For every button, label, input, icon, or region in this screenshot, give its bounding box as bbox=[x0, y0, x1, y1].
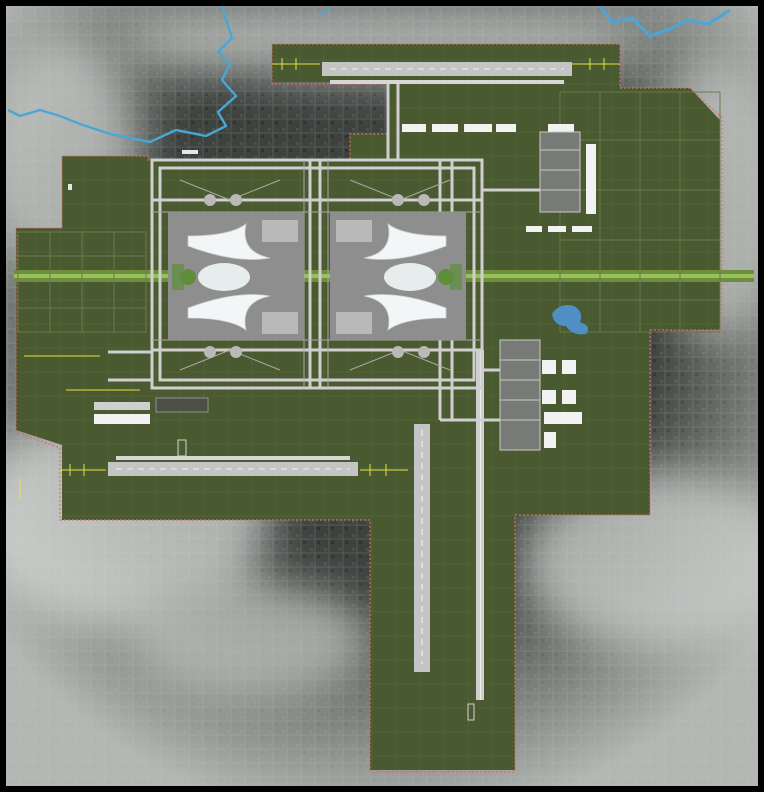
site-boundary bbox=[15, 43, 723, 773]
cargo-area bbox=[500, 132, 580, 450]
runway bbox=[414, 424, 430, 672]
river bbox=[7, 5, 238, 144]
taxiway-grid bbox=[108, 84, 546, 422]
runway bbox=[108, 462, 358, 476]
cargo-building bbox=[94, 124, 596, 448]
river-ne bbox=[598, 5, 731, 38]
west-plots bbox=[17, 231, 147, 333]
lake bbox=[552, 305, 588, 335]
terminal-building bbox=[187, 223, 447, 331]
taxiway bbox=[330, 80, 564, 84]
terminal-core bbox=[198, 263, 436, 291]
runway bbox=[322, 62, 572, 76]
taxiway bbox=[116, 456, 350, 460]
approach-lights bbox=[19, 58, 620, 500]
